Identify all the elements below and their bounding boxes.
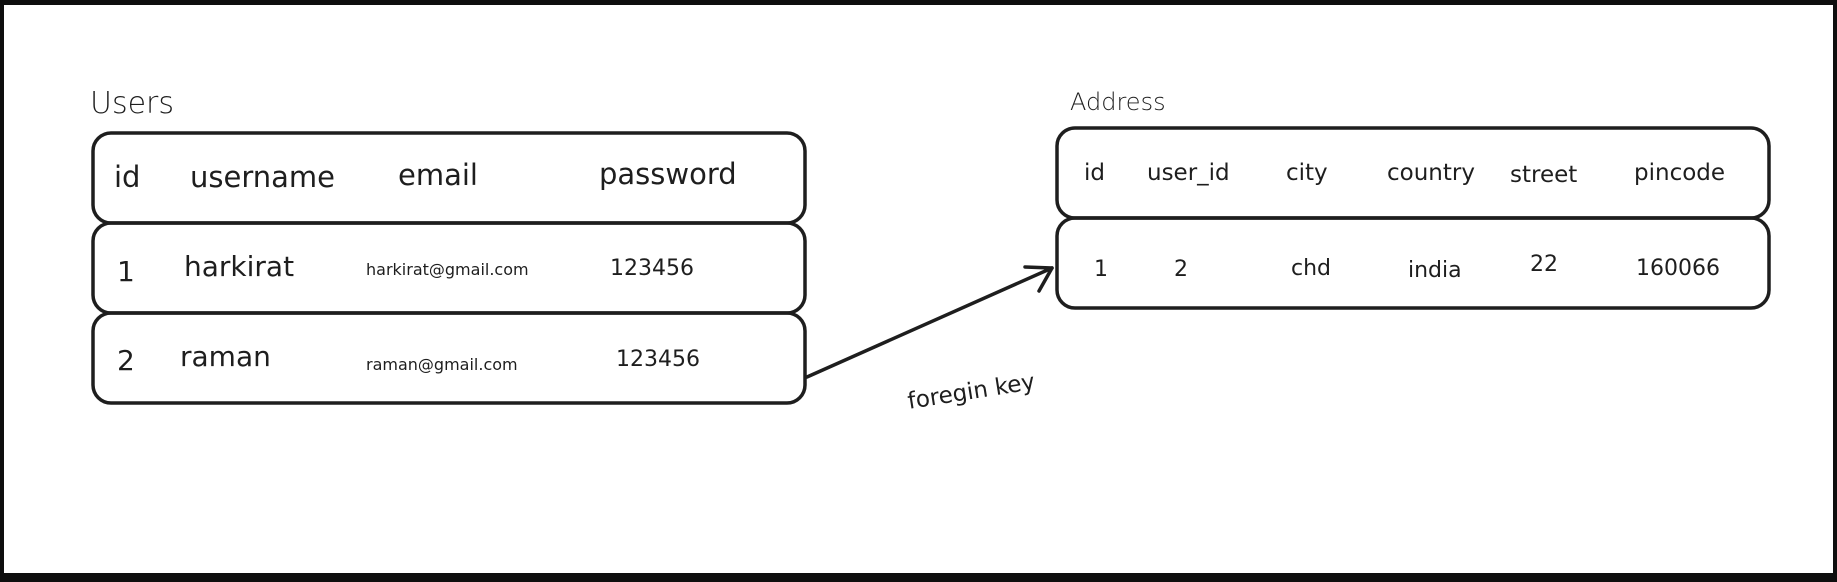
users-row-2-username: raman (180, 340, 271, 373)
address-row-1 (1055, 216, 1771, 310)
address-row-1-user-id: 2 (1174, 257, 1188, 282)
users-row-2-id: 2 (117, 344, 135, 377)
users-row-1-email: harkirat@gmail.com (366, 260, 529, 279)
address-row-1-country: india (1408, 258, 1462, 283)
foreign-key-arrowhead (1023, 265, 1054, 293)
diagram-shapes (91, 126, 1771, 405)
users-col-password: password (599, 157, 737, 191)
address-col-user-id: user_id (1147, 160, 1230, 186)
address-col-city: city (1286, 160, 1328, 186)
users-row-1-password: 123456 (610, 256, 694, 281)
foreign-key-arrow-line (805, 266, 1054, 379)
address-row-1-city: chd (1291, 256, 1332, 281)
diagram-canvas: Users id username email password 1 harki… (4, 5, 1833, 573)
users-col-email: email (398, 158, 478, 192)
address-row-1-pincode: 160066 (1636, 256, 1720, 281)
address-row-1-id: 1 (1094, 257, 1108, 282)
address-row-1-street: 22 (1530, 252, 1558, 277)
address-col-street: street (1510, 162, 1578, 188)
users-table-title: Users (90, 86, 175, 121)
users-row-2 (91, 311, 807, 405)
address-table-title: Address (1070, 88, 1166, 116)
address-col-pincode: pincode (1634, 160, 1726, 186)
users-row-1-username: harkirat (184, 250, 295, 283)
users-row-2-password: 123456 (616, 347, 700, 372)
users-row-1-id: 1 (117, 255, 135, 288)
address-col-id: id (1084, 160, 1105, 186)
users-row-2-email: raman@gmail.com (366, 355, 518, 374)
users-col-username: username (190, 160, 335, 194)
users-col-id: id (114, 160, 141, 194)
address-col-country: country (1387, 160, 1475, 186)
